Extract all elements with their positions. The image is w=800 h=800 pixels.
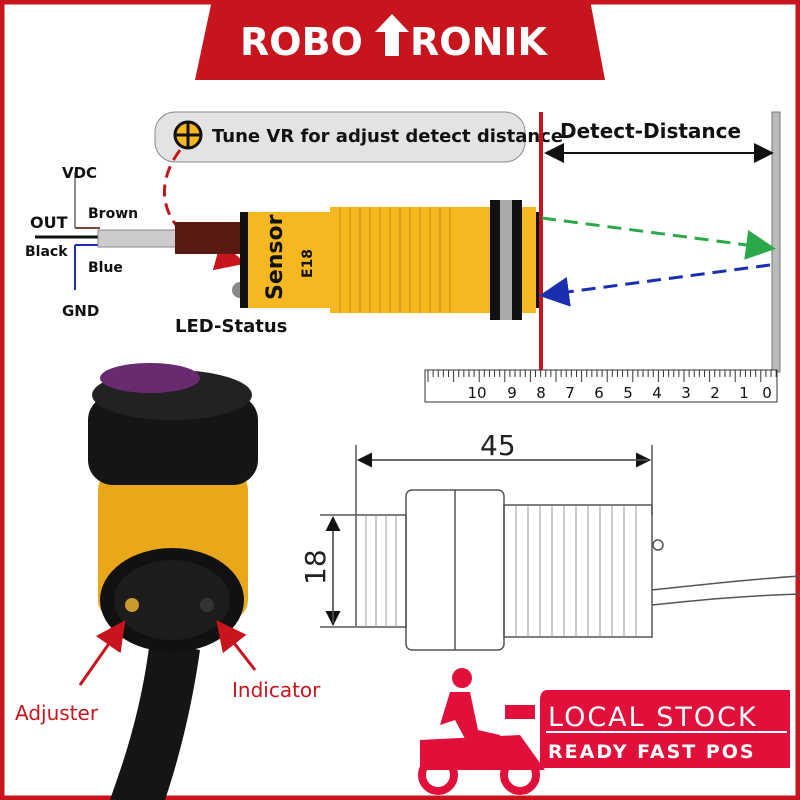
- length-dimension: 45: [480, 429, 516, 462]
- brand-banner: ROBO RONIK: [195, 0, 605, 80]
- model-label: E18: [300, 249, 316, 278]
- ruler-label: 0: [762, 384, 772, 402]
- arrow-up-icon: [375, 14, 409, 56]
- brand-name-right: RONIK: [410, 20, 549, 64]
- ruler-label: 4: [652, 384, 662, 402]
- sensor-drawing: Sensor E18 LED-Status: [175, 200, 542, 337]
- ruler-label: 10: [467, 384, 486, 402]
- adjuster-label: Adjuster: [15, 701, 99, 725]
- tip-pointer: [163, 149, 246, 271]
- wire-label-gnd: GND: [62, 302, 99, 320]
- wire-label-out: OUT: [30, 213, 68, 232]
- ruler-label: 6: [594, 384, 604, 402]
- led-status-label: LED-Status: [175, 316, 287, 337]
- detect-distance-label: Detect-Distance: [560, 119, 741, 143]
- ruler-label: 9: [507, 384, 517, 402]
- ruler-label: 2: [710, 384, 720, 402]
- brand-name-left: ROBO: [240, 20, 363, 64]
- local-stock-badge: LOCAL STOCK READY FAST POS: [418, 668, 790, 795]
- ruler-label: 5: [623, 384, 633, 402]
- sensor-photo: Adjuster Indicator: [15, 363, 321, 800]
- tip-text: Tune VR for adjust detect distance: [212, 126, 563, 147]
- delivery-scooter-icon: [418, 668, 545, 795]
- ruler-label: 7: [565, 384, 575, 402]
- indicator-label: Indicator: [232, 678, 321, 702]
- wiring: VDC OUT Brown Black Blue GND: [25, 164, 245, 320]
- wire-label-black: Black: [25, 244, 68, 260]
- ruler-label: 1: [739, 384, 749, 402]
- crosshair-icon: [173, 120, 203, 150]
- dimension-drawing: [320, 445, 800, 651]
- badge-line1: LOCAL STOCK: [548, 702, 758, 733]
- diameter-dimension: 18: [299, 549, 332, 585]
- tip-callout: Tune VR for adjust detect distance: [154, 111, 563, 163]
- wire-label-brown: Brown: [88, 206, 138, 222]
- ruler-label: 8: [536, 384, 546, 402]
- detect-distance: Detect-Distance: [539, 111, 781, 373]
- sensor-label: Sensor: [263, 214, 288, 300]
- wire-label-blue: Blue: [88, 260, 123, 276]
- ruler-label: 3: [681, 384, 691, 402]
- badge-line2: READY FAST POS: [548, 741, 756, 763]
- wire-label-vdc: VDC: [62, 164, 97, 182]
